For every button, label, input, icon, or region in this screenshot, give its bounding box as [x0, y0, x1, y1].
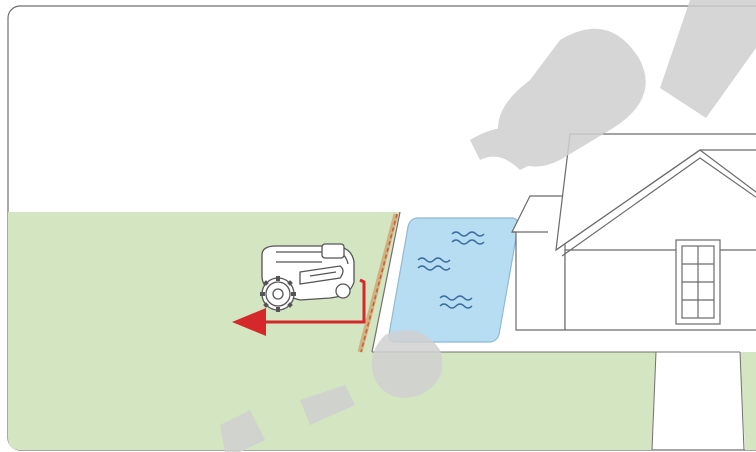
pool [388, 218, 520, 342]
